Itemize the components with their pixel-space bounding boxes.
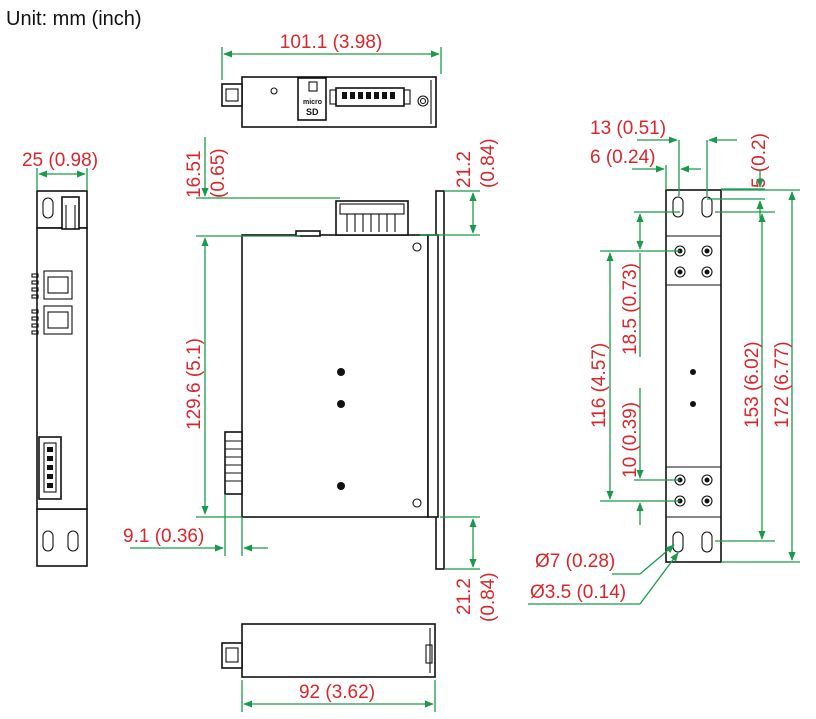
sd-label: SD — [306, 107, 319, 117]
sd-micro-label: micro — [303, 99, 322, 106]
side-view: 25 (0.98) — [22, 150, 98, 567]
dim-top-margin: 5 (0.2) — [749, 133, 770, 188]
dim-hole-spacing: 13 (0.51) — [590, 118, 666, 139]
micro-sd-slot — [297, 77, 327, 121]
dim-bottom-rail-in: (0.84) — [478, 572, 499, 622]
dim-bottom-rail-mm: 21.2 — [454, 578, 475, 615]
dim-top-width: 101.1 (3.98) — [280, 32, 382, 53]
back-view: 13 (0.51) 6 (0.24) 5 (0.2) 18.5 (0.73) 1… — [528, 118, 800, 605]
dim-body-height: 129.6 (5.1) — [184, 338, 205, 430]
dim-hole-diameter: Ø3.5 (0.14) — [530, 582, 626, 603]
dim-connector-depth: 9.1 (0.36) — [123, 526, 204, 547]
dim-slot-diameter: Ø7 (0.28) — [535, 551, 615, 572]
dim-top-rail-in: (0.84) — [478, 138, 499, 188]
dim-total-height: 172 (6.77) — [772, 341, 793, 428]
unit-title: Unit: mm (inch) — [6, 8, 142, 30]
dim-hole-edge: 6 (0.24) — [590, 147, 655, 168]
bottom-view: 92 (3.62) — [221, 623, 436, 712]
top-view: micro SD 101.1 (3.98) — [221, 32, 442, 128]
rj45-port-1 — [43, 270, 73, 300]
dim-upper-group: 18.5 (0.73) — [620, 263, 641, 355]
dim-bottom-width: 92 (3.62) — [299, 682, 375, 703]
front-view: 16.51 (0.65) 21.2 (0.84) 129.6 (5.1) 21.… — [123, 137, 499, 622]
dim-din-offset-mm: 16.51 — [184, 150, 205, 198]
dim-lower-gap: 10 (0.39) — [620, 402, 641, 478]
dim-outer-span: 153 (6.02) — [742, 341, 763, 428]
dim-inner-span: 116 (4.57) — [589, 343, 610, 428]
rj45-port-2 — [43, 305, 73, 335]
dim-side-width: 25 (0.98) — [22, 150, 98, 171]
dim-top-rail-mm: 21.2 — [454, 151, 475, 188]
dim-din-offset-in: (0.65) — [208, 148, 229, 198]
